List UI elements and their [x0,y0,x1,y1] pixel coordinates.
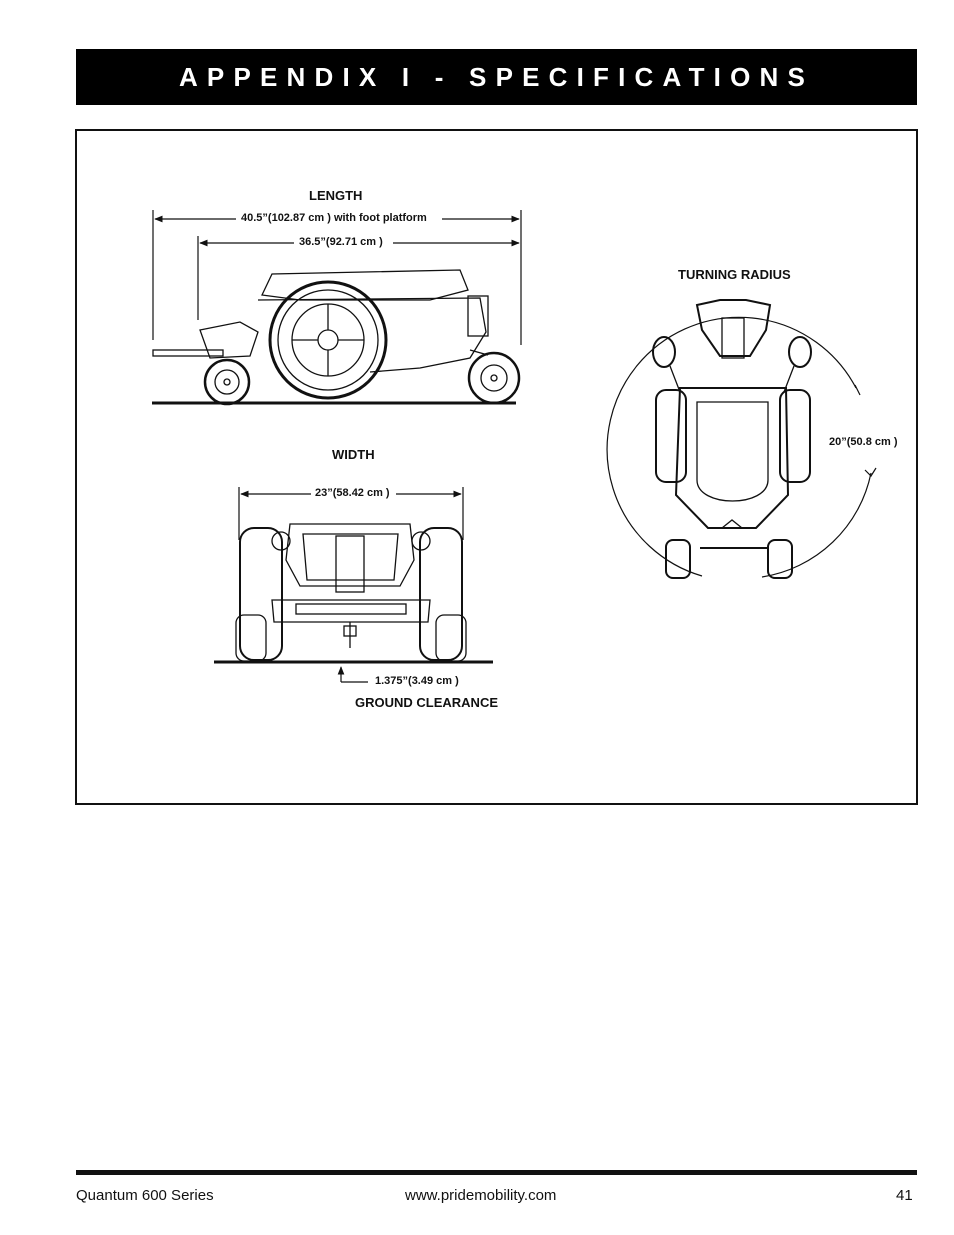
width-title: WIDTH [332,447,375,462]
footer-website: www.pridemobility.com [405,1187,557,1204]
length-base-value: 36.5”(92.71 cm ) [299,236,383,248]
footer-page-number: 41 [896,1187,913,1204]
length-overall-value: 40.5”(102.87 cm ) with foot platform [241,212,427,224]
ground-clearance-dimension-lines [337,666,368,683]
footer-divider [76,1170,917,1175]
wheelchair-top-view-illustration [652,299,812,579]
turning-radius-value: 20”(50.8 cm ) [829,436,898,448]
section-header-bar: APPENDIX I - SPECIFICATIONS [76,49,917,105]
wheelchair-side-view-illustration [152,269,521,406]
turning-radius-circle [606,316,877,578]
ground-clearance-value: 1.375”(3.49 cm ) [375,675,459,687]
length-title: LENGTH [309,188,363,203]
specifications-figure-box [75,129,918,805]
width-dimension-lines [238,487,464,540]
ground-clearance-title: GROUND CLEARANCE [355,695,498,710]
wheelchair-front-view-illustration [214,523,493,664]
length-dimension-lines [152,210,522,345]
width-value: 23”(58.42 cm ) [315,487,390,499]
footer-product-name: Quantum 600 Series [76,1187,214,1204]
turning-radius-title: TURNING RADIUS [678,267,791,282]
page-title: APPENDIX I - SPECIFICATIONS [178,61,815,92]
